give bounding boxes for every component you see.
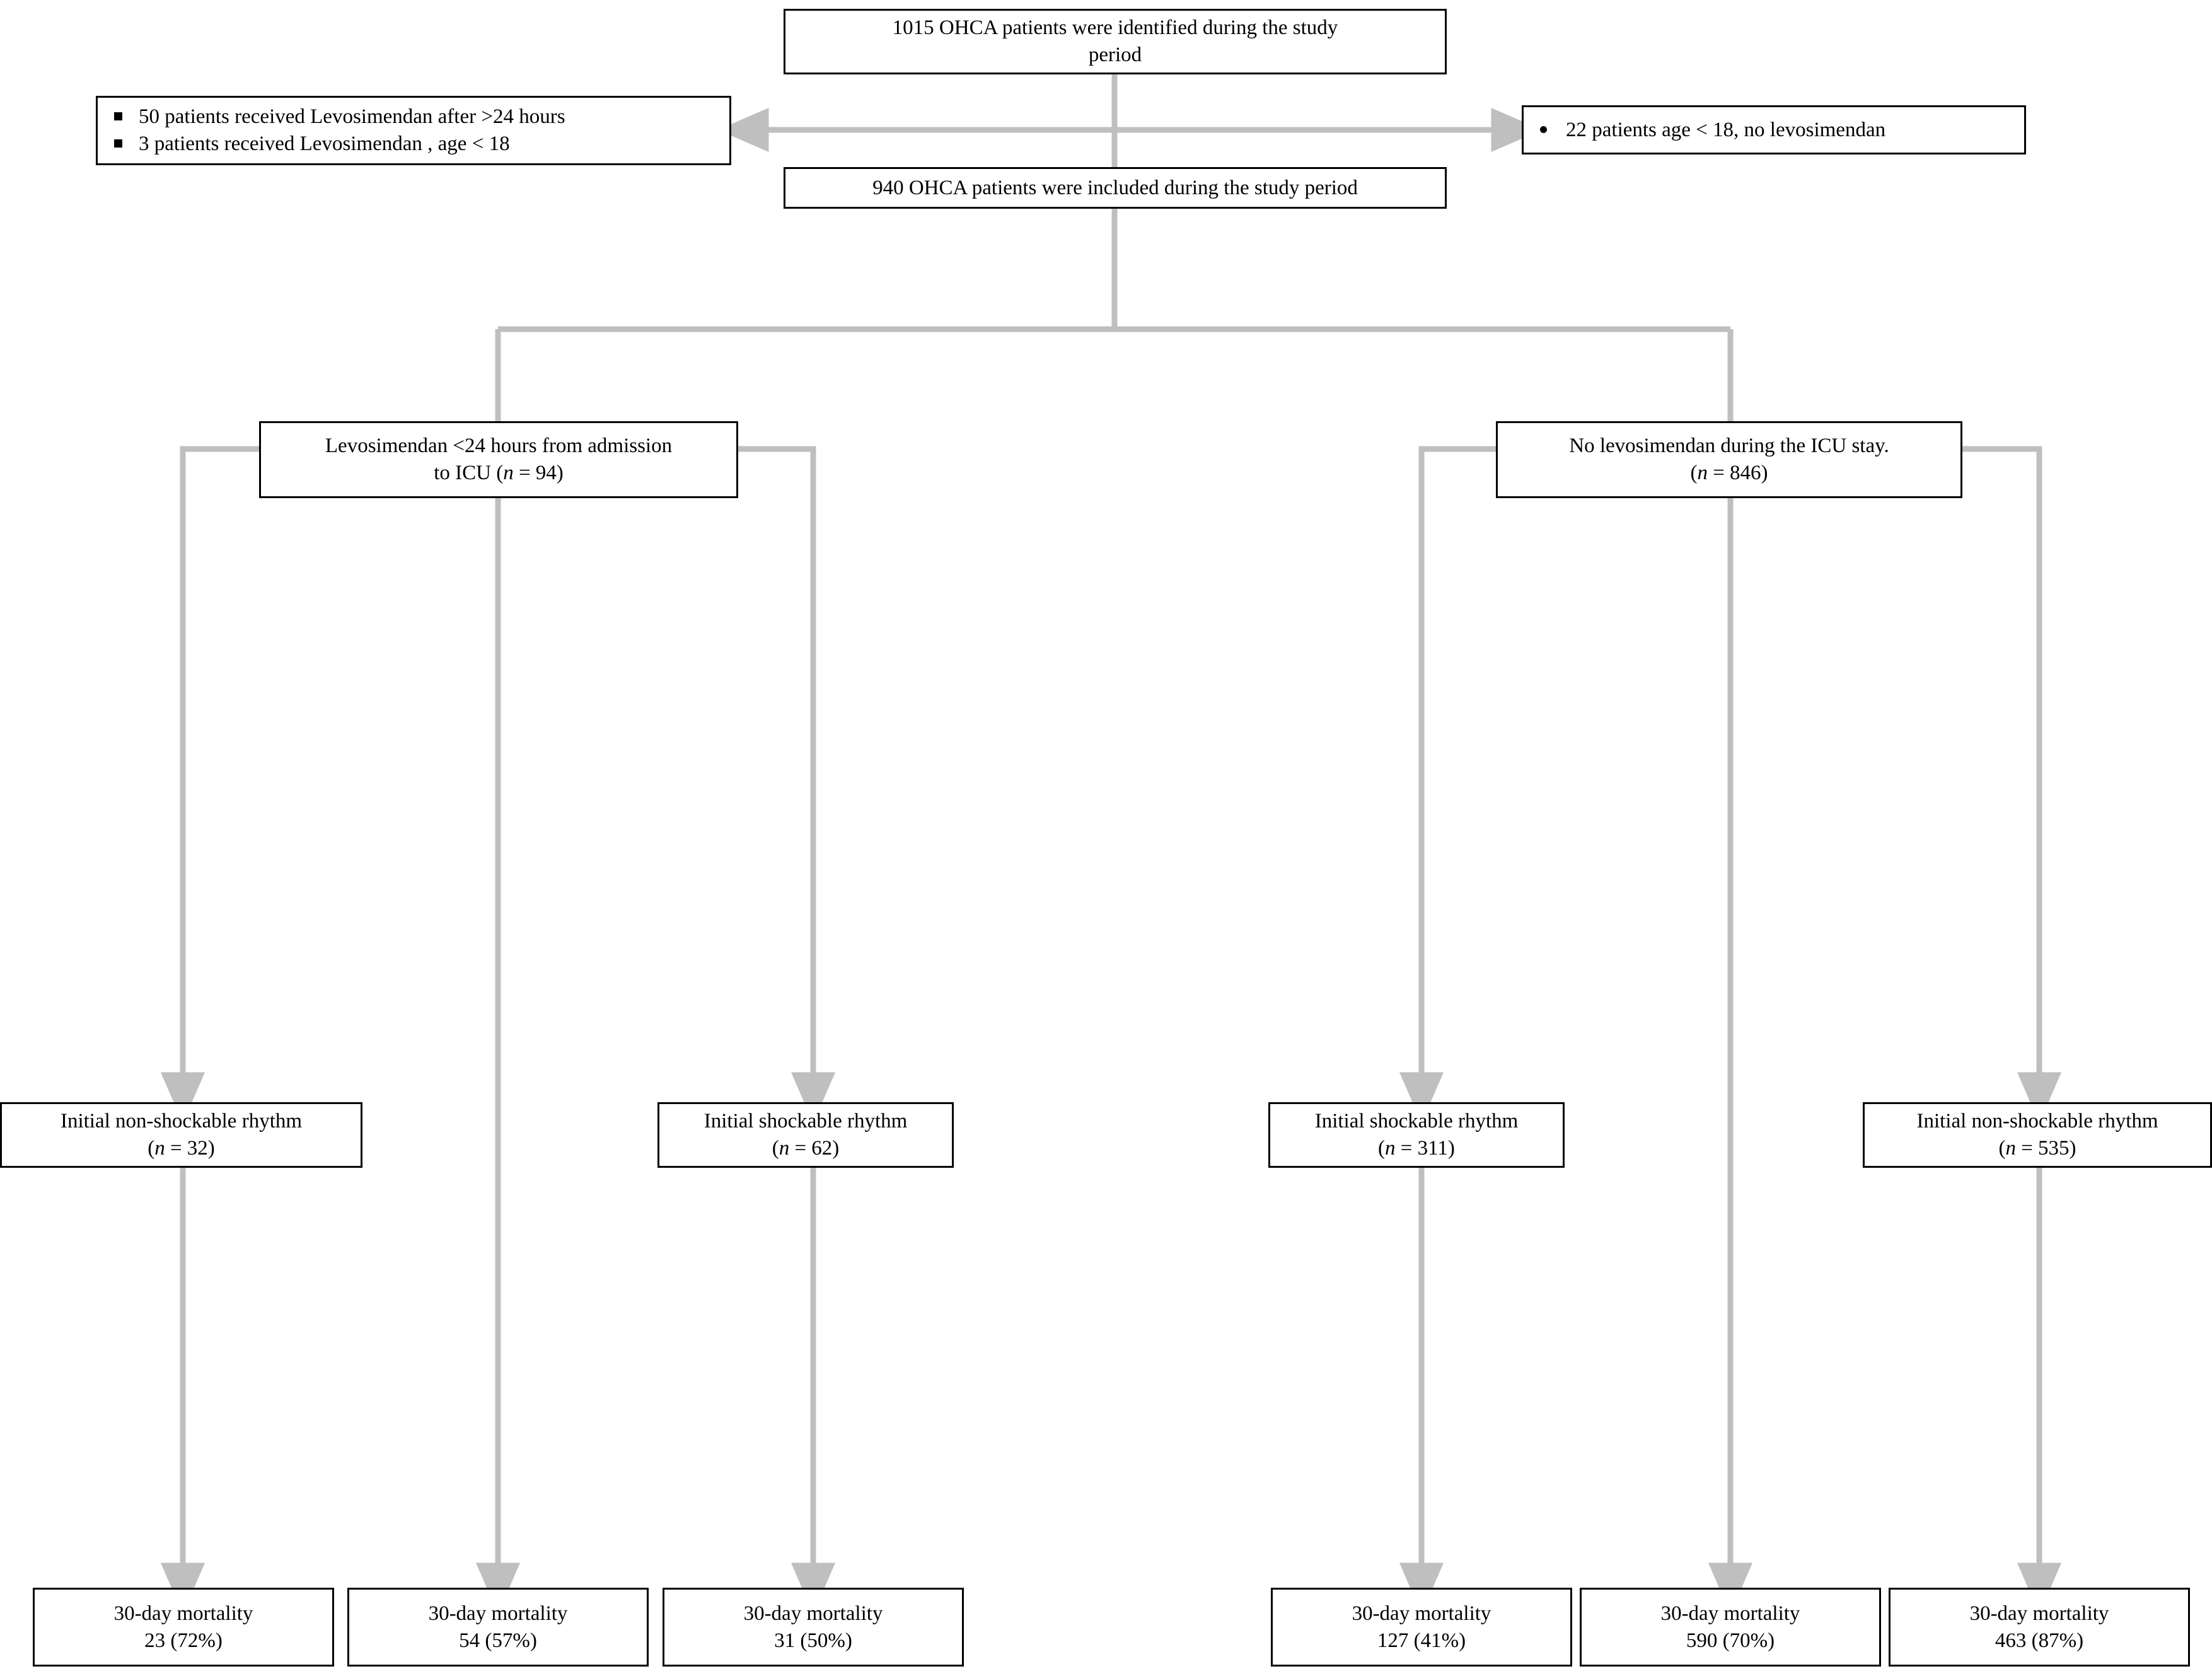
mortality-nolevo-all-line-2: 590 (70%)	[1686, 1629, 1775, 1652]
excluded-right-item-1-row: 22 patients age < 18, no levosimendan	[1540, 117, 1885, 144]
rhythm-nolevo-shock-line-1: Initial shockable rhythm	[1314, 1110, 1519, 1133]
mortality-nolevo-all-line-1: 30-day mortality	[1660, 1602, 1800, 1625]
rhythm-nolevo-shock-line-2: (n = 311)	[1378, 1137, 1455, 1160]
node-rhythm-levo-nonshockable: Initial non-shockable rhythm (n = 32)	[0, 1102, 362, 1168]
rhythm-nolevo-nonshock-line-2: (n = 535)	[1998, 1137, 2076, 1160]
excluded-left-item-2: 3 patients received Levosimendan , age <…	[139, 132, 510, 155]
excluded-left-item-1-row: 50 patients received Levosimendan after …	[114, 103, 565, 131]
identified-line-1: 1015 OHCA patients were identified durin…	[892, 16, 1338, 40]
node-levosimendan-group: Levosimendan <24 hours from admission to…	[259, 421, 738, 498]
mortality-nolevo-shock-line-1: 30-day mortality	[1352, 1602, 1491, 1625]
node-excluded-left: 50 patients received Levosimendan after …	[96, 96, 731, 165]
mortality-levo-all-line-2: 54 (57%)	[459, 1629, 537, 1652]
node-mortality-nolevo-nonshockable: 30-day mortality 463 (87%)	[1889, 1588, 2190, 1667]
mortality-levo-shock-line-2: 31 (50%)	[774, 1629, 852, 1652]
node-excluded-right: 22 patients age < 18, no levosimendan	[1522, 105, 2026, 154]
rhythm-nolevo-nonshock-line-1: Initial non-shockable rhythm	[1916, 1110, 2158, 1133]
bullet-square-icon	[114, 139, 122, 148]
node-mortality-nolevo-overall: 30-day mortality 590 (70%)	[1580, 1588, 1881, 1667]
node-mortality-levo-nonshockable: 30-day mortality 23 (72%)	[33, 1588, 334, 1667]
bullet-square-icon	[114, 112, 122, 121]
excluded-left-item-1: 50 patients received Levosimendan after …	[139, 105, 565, 129]
node-no-levosimendan-group: No levosimendan during the ICU stay. (n …	[1496, 421, 1962, 498]
node-included-patients: 940 OHCA patients were included during t…	[784, 167, 1447, 209]
mortality-levo-nonshock-line-2: 23 (72%)	[144, 1629, 223, 1652]
node-rhythm-nolevo-shockable: Initial shockable rhythm (n = 311)	[1268, 1102, 1565, 1168]
rhythm-levo-nonshock-line-2: (n = 32)	[148, 1137, 215, 1160]
mortality-nolevo-nonshock-line-1: 30-day mortality	[1969, 1602, 2109, 1625]
mortality-levo-shock-line-1: 30-day mortality	[743, 1602, 883, 1625]
node-identified-patients: 1015 OHCA patients were identified durin…	[784, 9, 1447, 74]
node-rhythm-nolevo-nonshockable: Initial non-shockable rhythm (n = 535)	[1863, 1102, 2212, 1168]
mortality-levo-nonshock-line-1: 30-day mortality	[113, 1602, 253, 1625]
identified-line-2: period	[1088, 44, 1142, 66]
node-rhythm-levo-shockable: Initial shockable rhythm (n = 62)	[657, 1102, 954, 1168]
included-line-1: 940 OHCA patients were included during t…	[872, 176, 1358, 199]
rhythm-levo-nonshock-line-1: Initial non-shockable rhythm	[60, 1110, 303, 1133]
mortality-levo-all-line-1: 30-day mortality	[428, 1602, 568, 1625]
mortality-nolevo-shock-line-2: 127 (41%)	[1377, 1629, 1466, 1652]
levo-group-line-2: to ICU (n = 94)	[434, 462, 564, 484]
excluded-left-item-2-row: 3 patients received Levosimendan , age <…	[114, 131, 510, 158]
node-mortality-levo-overall: 30-day mortality 54 (57%)	[347, 1588, 649, 1667]
nolevo-group-line-2: (n = 846)	[1690, 462, 1768, 484]
rhythm-levo-shock-line-1: Initial shockable rhythm	[704, 1110, 908, 1133]
mortality-nolevo-nonshock-line-2: 463 (87%)	[1995, 1629, 2084, 1652]
node-mortality-nolevo-shockable: 30-day mortality 127 (41%)	[1271, 1588, 1572, 1667]
nolevo-group-line-1: No levosimendan during the ICU stay.	[1569, 434, 1889, 458]
levo-group-line-1: Levosimendan <24 hours from admission	[325, 434, 673, 458]
bullet-dot-icon	[1540, 125, 1547, 133]
excluded-right-item-1: 22 patients age < 18, no levosimendan	[1566, 118, 1886, 141]
rhythm-levo-shock-line-2: (n = 62)	[772, 1137, 840, 1160]
node-mortality-levo-shockable: 30-day mortality 31 (50%)	[663, 1588, 964, 1667]
